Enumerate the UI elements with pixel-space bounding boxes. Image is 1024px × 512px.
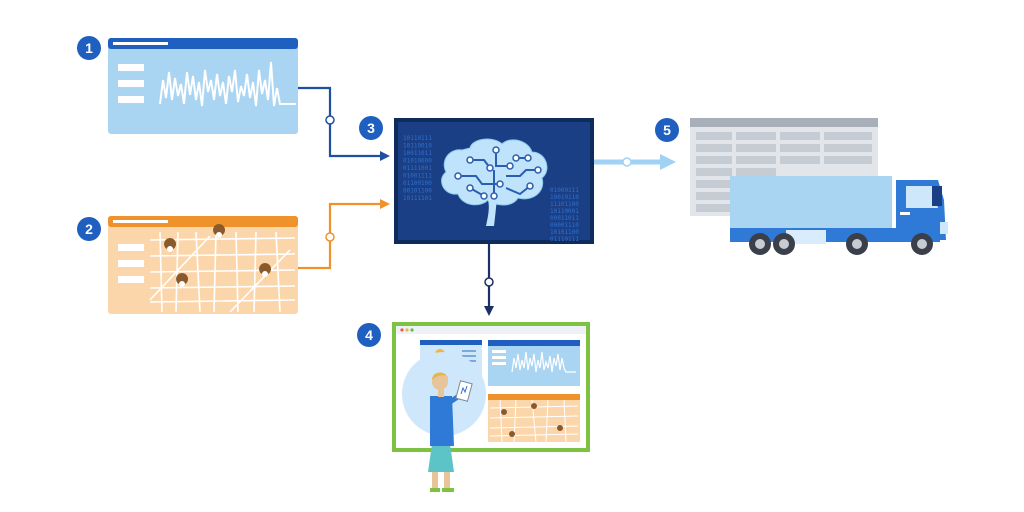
sensor-data-window	[108, 38, 298, 134]
map-pin-icon	[164, 238, 177, 262]
binary-line: 01110111	[550, 236, 579, 243]
street-map	[149, 231, 296, 313]
truck-wheel	[749, 233, 771, 255]
binary-line: 00001110	[550, 222, 579, 229]
connector-3-to-4	[484, 244, 494, 316]
binary-line: 01000111	[550, 187, 579, 194]
step-badge-5: 5	[655, 118, 679, 142]
step-badge-4: 4	[357, 323, 381, 347]
mini-map-card	[488, 394, 580, 443]
dashboard-window	[392, 322, 590, 492]
binary-text-left: 1011011110110010100110110101000001111001…	[403, 135, 432, 202]
binary-line: 10110001	[550, 208, 579, 215]
binary-line: 10011011	[403, 150, 432, 157]
binary-line: 01001111	[403, 173, 432, 180]
binary-line: 00011011	[550, 215, 579, 222]
connector-2-to-3	[298, 199, 390, 270]
binary-text-right: 0100011110010110111011001011000100011011…	[550, 187, 579, 243]
binary-line: 10110010	[403, 143, 432, 150]
ai-model-screen: 1011011110110010100110110101000001111001…	[394, 118, 594, 244]
step-number: 3	[367, 120, 375, 136]
truck-wheel	[773, 233, 795, 255]
binary-line: 10110111	[403, 135, 432, 142]
step-badge-1: 1	[77, 36, 101, 60]
map-pin-icon	[259, 263, 272, 287]
binary-line: 10111101	[403, 195, 432, 202]
map-pin-icon	[176, 273, 189, 297]
truck-wheel	[846, 233, 868, 255]
binary-line: 01010000	[403, 158, 432, 165]
step-badge-3: 3	[359, 116, 383, 140]
binary-line: 01100100	[403, 180, 432, 187]
location-data-window	[108, 216, 298, 314]
brain-circuit-icon	[441, 138, 548, 226]
binary-line: 01111001	[403, 165, 432, 172]
person-icon	[402, 352, 486, 492]
binary-line: 10010110	[550, 194, 579, 201]
step-number: 2	[85, 221, 93, 237]
waveform-icon	[159, 61, 296, 107]
map-pin-icon	[213, 224, 226, 248]
binary-line: 00101100	[403, 188, 432, 195]
step-badge-2: 2	[77, 217, 101, 241]
step-number: 1	[85, 40, 93, 56]
truck-icon	[730, 176, 948, 255]
mini-sensor-card	[488, 340, 580, 386]
connector-1-to-3	[298, 86, 390, 161]
step-number: 5	[663, 122, 671, 138]
step-number: 4	[365, 327, 373, 343]
truck-wheel	[911, 233, 933, 255]
binary-line: 10101100	[550, 229, 579, 236]
binary-line: 11101100	[550, 201, 579, 208]
